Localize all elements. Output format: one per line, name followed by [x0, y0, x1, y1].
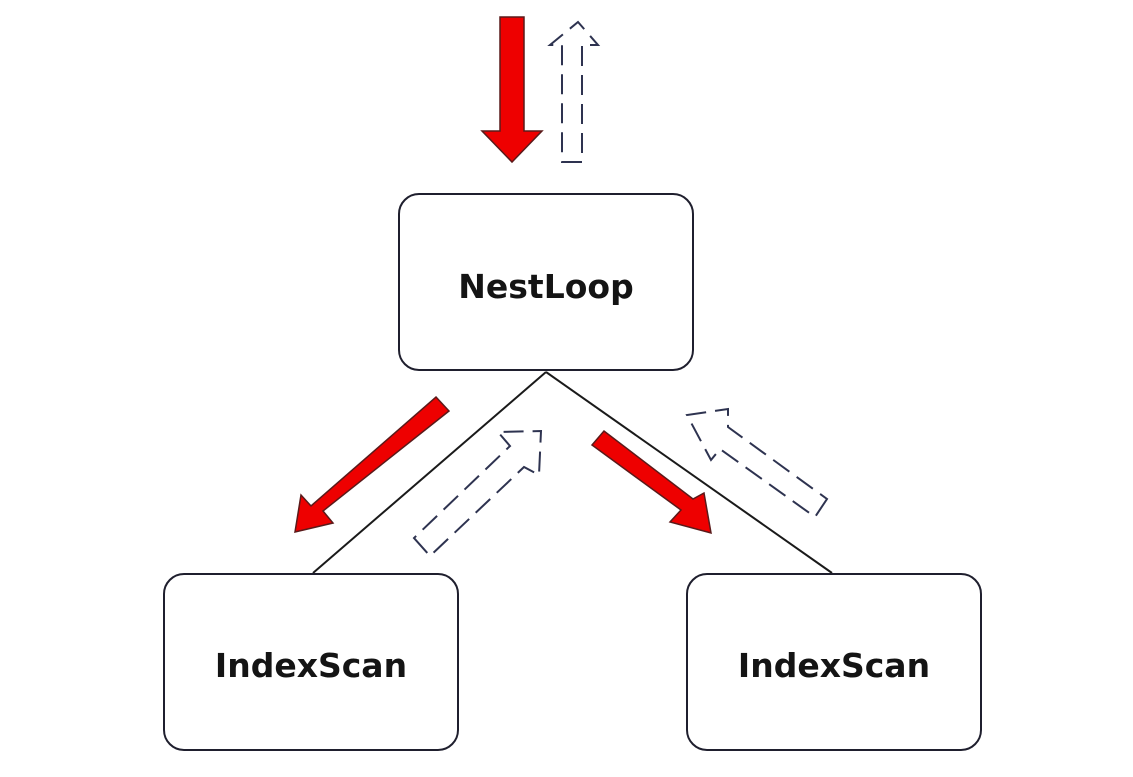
- node-indexscan-right-box: [686, 573, 982, 751]
- return-arrow-from-right-indexscan: [685, 407, 829, 519]
- request-arrow-to-left-indexscan: [294, 395, 451, 533]
- request-arrow-to-right-indexscan: [590, 429, 712, 535]
- node-nestloop-label: NestLoop: [458, 267, 633, 306]
- edge-root-right: [545, 371, 833, 574]
- node-nestloop-box: [398, 193, 694, 371]
- node-nestloop: NestLoop: [398, 193, 694, 371]
- return-arrow-from-nestloop: [547, 20, 601, 163]
- node-indexscan-left-box: [163, 573, 459, 751]
- node-indexscan-right-label: IndexScan: [738, 646, 930, 685]
- return-arrow-from-left-indexscan: [412, 429, 543, 558]
- node-indexscan-left: IndexScan: [163, 573, 459, 751]
- node-indexscan-left-label: IndexScan: [215, 646, 407, 685]
- edge-root-left: [312, 371, 547, 574]
- request-arrow-into-nestloop: [480, 16, 544, 164]
- node-indexscan-right: IndexScan: [686, 573, 982, 751]
